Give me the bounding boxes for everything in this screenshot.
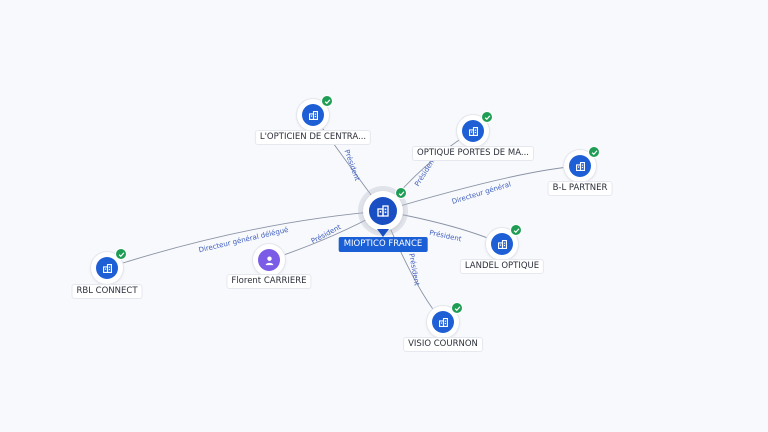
edge-label-optique-portes: Président [413, 156, 437, 188]
verified-check-icon [321, 95, 333, 107]
center-company-label[interactable]: MIOPTICO FRANCE [338, 237, 428, 252]
company-label-bl-partner[interactable]: B-L PARTNER [548, 182, 612, 195]
company-label-visio[interactable]: VISIO COURNON [404, 338, 482, 351]
edge-label-landel: Président [429, 229, 463, 244]
company-node-rbl[interactable] [91, 248, 127, 284]
building-icon [96, 257, 118, 279]
building-icon [369, 197, 397, 225]
building-icon [491, 233, 513, 255]
edge-rbl [106, 210, 384, 269]
company-node-optique-portes[interactable] [457, 111, 493, 147]
company-node-visio[interactable] [427, 302, 463, 338]
person-label-florent[interactable]: Florent CARRIERE [227, 275, 311, 288]
verified-check-icon [115, 248, 127, 260]
verified-check-icon [451, 302, 463, 314]
company-node-landel[interactable] [486, 224, 522, 260]
company-node-lopticien[interactable] [297, 95, 333, 131]
building-icon [569, 155, 591, 177]
edge-label-lopticien: Président [343, 149, 362, 183]
person-node-florent[interactable] [253, 244, 285, 276]
verified-check-icon [481, 111, 493, 123]
verified-check-icon [395, 187, 407, 199]
company-label-lopticien[interactable]: L'OPTICIEN DE CENTRA... [255, 131, 371, 144]
building-icon [302, 104, 324, 126]
building-icon [432, 311, 454, 333]
company-label-optique-portes[interactable]: OPTIQUE PORTES DE MA... [413, 147, 533, 160]
pin-tip [377, 229, 389, 237]
edge-label-florent: Président [310, 223, 343, 246]
company-node-bl-partner[interactable] [564, 146, 600, 182]
verified-check-icon [510, 224, 522, 236]
company-label-landel[interactable]: LANDEL OPTIQUE [460, 260, 544, 273]
center-company-node[interactable] [363, 187, 407, 237]
person-icon [258, 249, 280, 271]
verified-check-icon [588, 146, 600, 158]
building-icon [462, 120, 484, 142]
company-label-rbl[interactable]: RBL CONNECT [72, 285, 142, 298]
